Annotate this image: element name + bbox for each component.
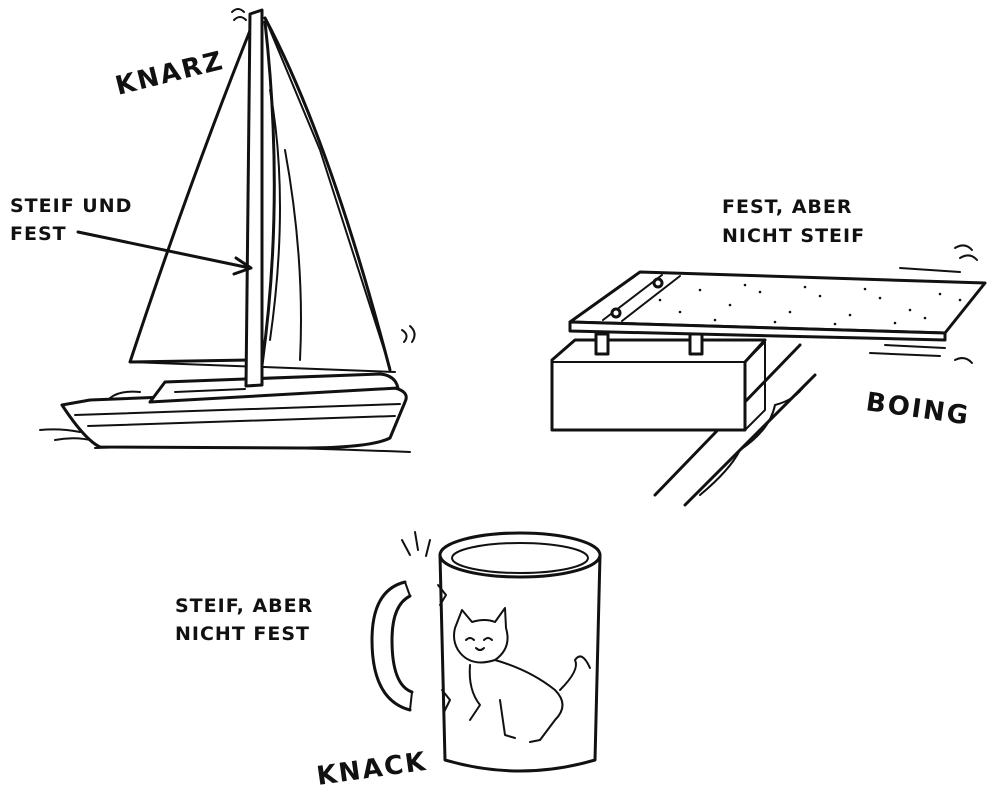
- mug-liquid: [451, 542, 589, 574]
- vibration-mark: [954, 357, 973, 364]
- crack-mark: [441, 689, 451, 713]
- boat-label-line1: STEIF UND: [10, 195, 132, 217]
- vibration-mark: [884, 344, 946, 349]
- snap-mark: [414, 531, 419, 551]
- boat-mast: [244, 8, 264, 388]
- mug-handle: [370, 580, 412, 712]
- sailboat: [39, 8, 416, 453]
- board-bolt: [652, 277, 664, 289]
- hull-stripe: [87, 415, 396, 427]
- pool-wall: [699, 384, 806, 496]
- mug-label-line1: STEIF, ABER: [175, 595, 313, 617]
- mug-rim: [438, 531, 602, 579]
- boat-sound: KNARZ: [112, 46, 227, 102]
- board-base: [550, 338, 767, 432]
- mug-handle: [390, 594, 414, 694]
- mainsail: [128, 16, 257, 364]
- boat-label-line2: FEST: [10, 223, 67, 245]
- board-label-line2: NICHT STEIF: [722, 225, 865, 247]
- diving-board: [550, 244, 987, 507]
- snap-mark: [425, 539, 431, 557]
- crack-mark: [437, 584, 447, 606]
- board-bolt: [610, 307, 622, 319]
- sail-seam: [284, 149, 302, 361]
- foresail-leech: [260, 20, 276, 367]
- boat-cabin: [148, 372, 400, 404]
- hull-stripe: [74, 403, 401, 416]
- vibration-mark: [869, 352, 941, 357]
- creak-mark: [233, 16, 247, 21]
- board-label-line1: FEST, ABER: [722, 196, 853, 218]
- creak-mark: [231, 8, 245, 13]
- vibration-mark: [959, 254, 978, 261]
- boat-hull: [60, 386, 408, 450]
- vibration-mark: [899, 267, 961, 273]
- board-edge: [568, 320, 947, 342]
- mug-sound: KNACK: [315, 747, 429, 792]
- mug-label-line2: NICHT FEST: [175, 623, 310, 645]
- board-post: [688, 332, 704, 356]
- cabin-window: [174, 388, 246, 393]
- creak-mark: [409, 325, 416, 343]
- handle-break: [409, 691, 413, 711]
- vibration-mark: [954, 244, 973, 251]
- board-post: [594, 332, 610, 356]
- board-sound: BOING: [864, 387, 972, 431]
- mug: [370, 531, 602, 773]
- water-line: [39, 428, 81, 433]
- base-edge: [744, 341, 766, 363]
- board-strap: [621, 275, 681, 322]
- foresail: [263, 16, 392, 372]
- snap-mark: [401, 539, 411, 556]
- sail-seam: [269, 89, 281, 341]
- base-edge: [744, 341, 766, 431]
- forestay: [264, 17, 391, 369]
- creak-mark: [401, 329, 408, 343]
- boat-arrow: [76, 230, 253, 276]
- cabin-rail: [109, 390, 141, 399]
- board-texture: [658, 283, 962, 326]
- cat-drawing: [453, 607, 591, 743]
- handle-break: [404, 581, 411, 597]
